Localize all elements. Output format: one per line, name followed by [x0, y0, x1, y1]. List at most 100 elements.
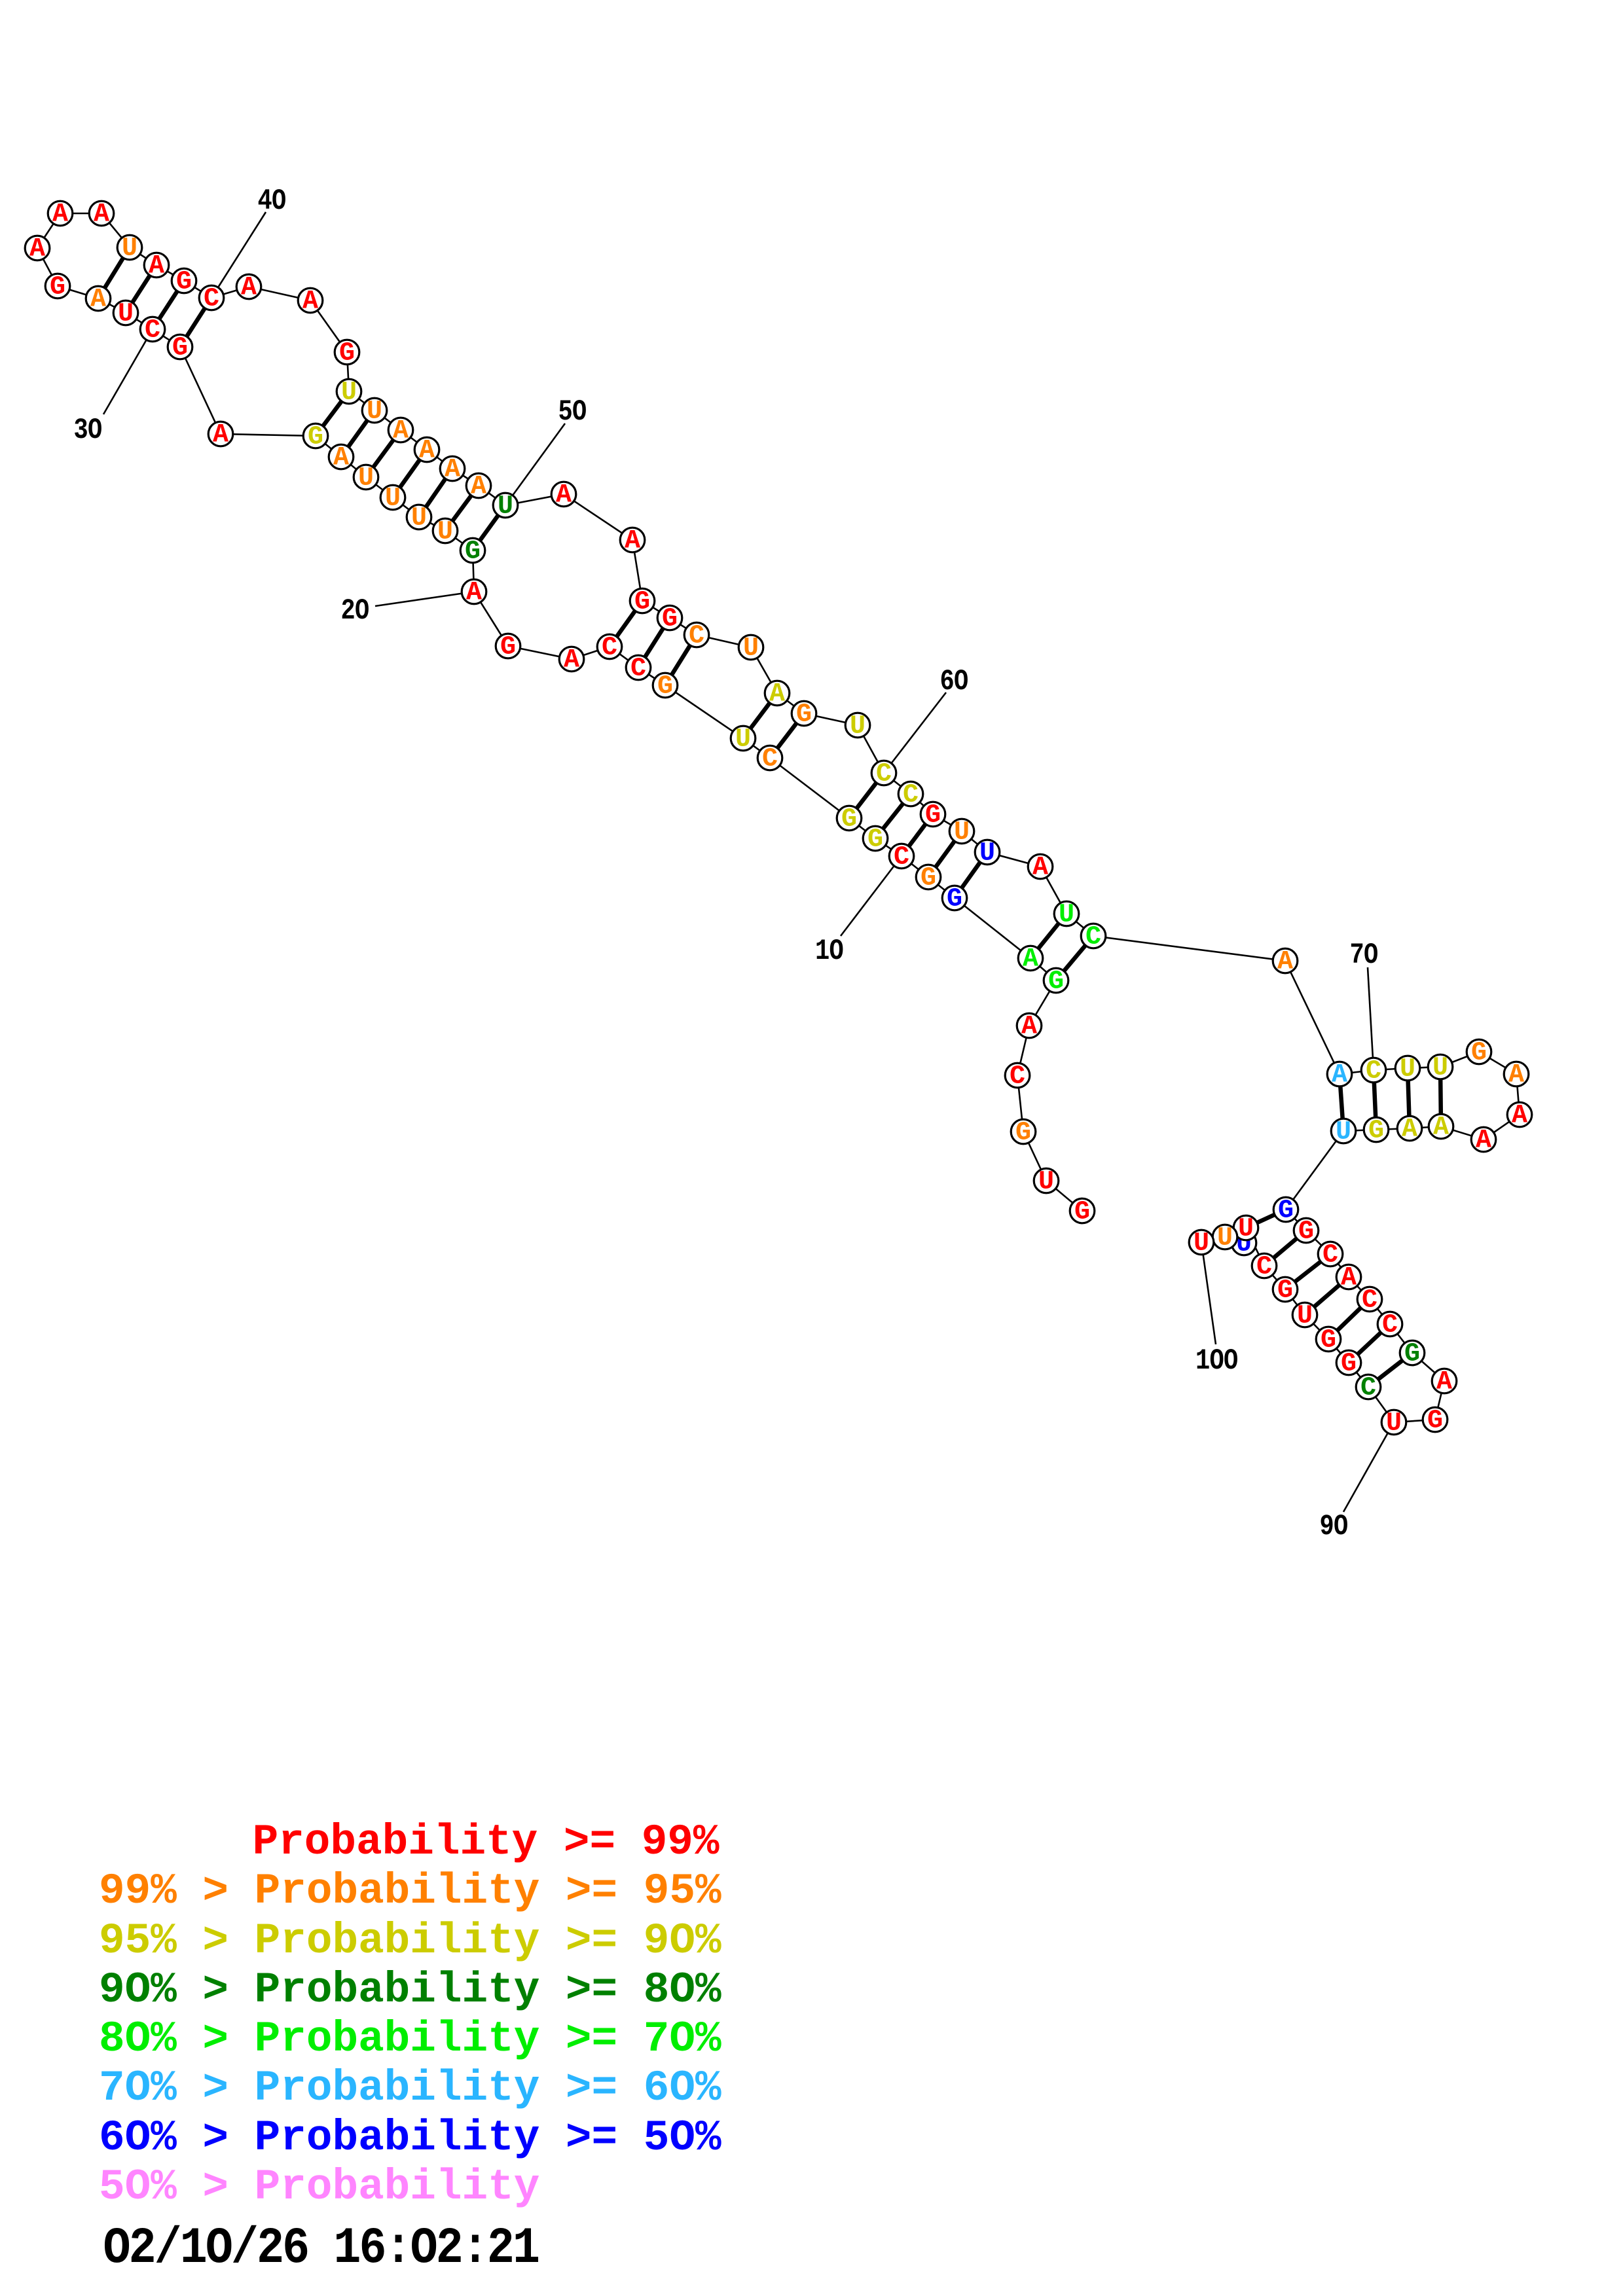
svg-text:G: G — [1341, 1350, 1357, 1379]
svg-text:U: U — [954, 818, 970, 848]
svg-text:G: G — [1404, 1340, 1420, 1369]
svg-text:A: A — [1341, 1264, 1357, 1293]
svg-text:A: A — [1332, 1061, 1347, 1090]
svg-text:U: U — [122, 234, 137, 264]
svg-text:C: C — [1366, 1057, 1381, 1086]
svg-text:C: C — [903, 781, 919, 810]
svg-text:A: A — [1402, 1115, 1417, 1145]
svg-text:6O% > Probability >= 5O%: 6O% > Probability >= 5O% — [99, 2113, 721, 2162]
svg-text:U: U — [358, 464, 374, 493]
svg-text:A: A — [213, 421, 228, 450]
svg-text:G: G — [662, 605, 678, 634]
svg-text:A: A — [52, 200, 68, 230]
svg-text:U: U — [1059, 901, 1074, 930]
svg-text:U: U — [341, 378, 357, 408]
svg-text:G: G — [500, 633, 516, 662]
svg-text:A: A — [302, 287, 318, 317]
svg-text:8O% > Probability >= 7O%: 8O% > Probability >= 7O% — [99, 2015, 721, 2064]
svg-text:G: G — [1368, 1117, 1384, 1146]
svg-text:U: U — [411, 504, 427, 533]
svg-text:G: G — [1074, 1198, 1090, 1227]
svg-text:A: A — [1476, 1126, 1491, 1156]
svg-text:A: A — [466, 579, 482, 608]
svg-text:A: A — [149, 252, 164, 281]
svg-text:99% > Probability >= 95%: 99% > Probability >= 95% — [99, 1867, 721, 1916]
svg-text:9O% > Probability >= 8O%: 9O% > Probability >= 8O% — [99, 1965, 721, 2015]
svg-text:A: A — [1436, 1368, 1452, 1397]
svg-text:U: U — [1336, 1118, 1351, 1147]
svg-text:C: C — [145, 316, 160, 346]
svg-text:A: A — [1433, 1113, 1449, 1143]
svg-text:9O: 9O — [1320, 1511, 1348, 1543]
svg-text:U: U — [1400, 1055, 1415, 1085]
svg-text:G: G — [1277, 1276, 1293, 1306]
svg-text:C: C — [204, 285, 219, 314]
svg-text:G: G — [921, 864, 936, 893]
svg-text:C: C — [1360, 1374, 1376, 1403]
svg-text:G: G — [1048, 967, 1064, 997]
svg-text:G: G — [1298, 1217, 1314, 1247]
svg-text:G: G — [1015, 1119, 1031, 1148]
svg-text:G: G — [308, 423, 323, 452]
svg-text:G: G — [634, 588, 650, 617]
svg-text:U: U — [1386, 1409, 1402, 1439]
svg-text:G: G — [50, 273, 65, 302]
svg-text:U: U — [1217, 1224, 1233, 1253]
svg-text:G: G — [1321, 1326, 1336, 1355]
svg-text:U: U — [850, 712, 866, 742]
svg-text:C: C — [689, 622, 704, 651]
svg-text:C: C — [762, 745, 778, 774]
svg-text:U: U — [735, 725, 751, 755]
svg-text:5O: 5O — [558, 396, 587, 429]
svg-text:O2/1O/26 16:O2:21: O2/1O/26 16:O2:21 — [103, 2220, 539, 2278]
svg-text:G: G — [1278, 1196, 1294, 1226]
svg-text:A: A — [1032, 853, 1048, 883]
svg-text:A: A — [333, 444, 349, 473]
svg-text:U: U — [1297, 1302, 1313, 1331]
svg-text:U: U — [367, 397, 382, 427]
svg-text:A: A — [769, 680, 785, 709]
svg-text:A: A — [556, 481, 572, 511]
svg-text:A: A — [419, 437, 435, 466]
svg-text:C: C — [602, 634, 617, 663]
svg-text:6O: 6O — [940, 666, 968, 698]
svg-text:5O% > Probability: 5O% > Probability — [99, 2162, 539, 2212]
svg-text:A: A — [564, 646, 579, 675]
svg-text:C: C — [1085, 923, 1101, 952]
svg-text:U: U — [498, 492, 513, 522]
svg-text:A: A — [90, 285, 106, 315]
svg-text:U: U — [1238, 1215, 1254, 1244]
svg-text:G: G — [339, 339, 355, 368]
svg-text:7O% > Probability >= 6O%: 7O% > Probability >= 6O% — [99, 2064, 721, 2113]
svg-text:U: U — [1038, 1168, 1054, 1197]
svg-text:A: A — [445, 456, 460, 485]
svg-text:A: A — [29, 235, 45, 264]
svg-text:C: C — [876, 760, 892, 789]
svg-text:C: C — [1010, 1062, 1025, 1092]
svg-text:C: C — [1256, 1253, 1272, 1282]
svg-text:G: G — [1427, 1407, 1443, 1436]
svg-text:C: C — [894, 843, 909, 872]
svg-text:G: G — [172, 334, 188, 363]
svg-text:G: G — [867, 825, 883, 855]
svg-text:G: G — [796, 700, 812, 730]
svg-text:1OO: 1OO — [1195, 1345, 1238, 1378]
svg-text:3O: 3O — [74, 414, 102, 447]
svg-text:A: A — [1512, 1102, 1527, 1131]
svg-text:A: A — [241, 274, 257, 303]
svg-text:A: A — [1023, 945, 1038, 975]
svg-text:U: U — [118, 300, 134, 329]
svg-text:C: C — [1382, 1311, 1398, 1340]
svg-text:G: G — [947, 885, 962, 914]
svg-text:C: C — [1322, 1241, 1338, 1270]
svg-text:A: A — [94, 200, 109, 230]
svg-text:G: G — [176, 268, 192, 297]
svg-text:U: U — [743, 634, 759, 664]
svg-text:G: G — [657, 672, 673, 702]
svg-text:Probability >= 99%: Probability >= 99% — [253, 1818, 720, 1867]
svg-text:A: A — [1508, 1061, 1524, 1090]
svg-text:A: A — [1277, 948, 1293, 977]
svg-text:95% > Probability >= 9O%: 95% > Probability >= 9O% — [99, 1916, 721, 1965]
svg-text:G: G — [841, 805, 857, 834]
svg-text:U: U — [437, 518, 453, 547]
